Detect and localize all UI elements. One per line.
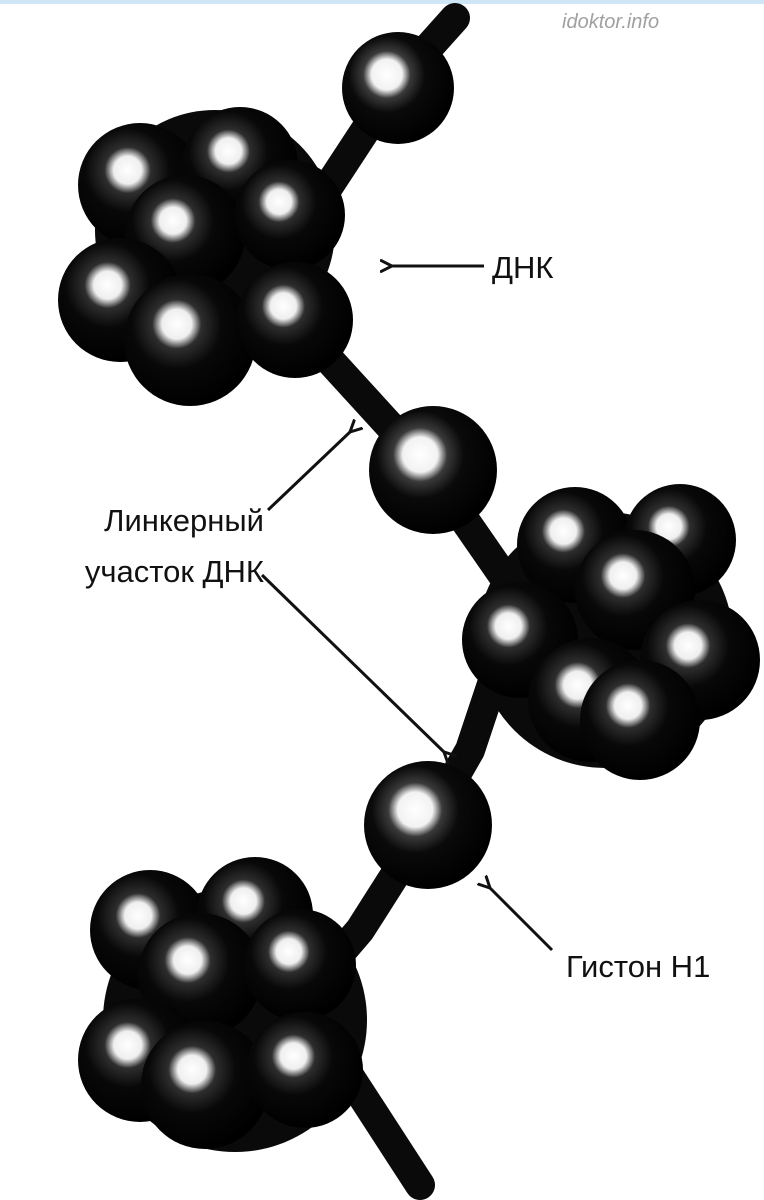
histone-h1-beads [342, 32, 497, 889]
histone-bead-middle [369, 406, 497, 534]
dna-label: ДНК [492, 250, 553, 285]
histone-bead-bottom [364, 761, 492, 889]
histone-label: Гистон H1 [566, 949, 710, 984]
watermark-text: idoktor.info [562, 11, 659, 33]
histone-bead-top [342, 32, 454, 144]
linker-label-line2: участок ДНК [85, 554, 264, 589]
linker-arrow-upper [266, 432, 350, 512]
nucleosome-top [58, 107, 353, 406]
top-accent-bar [0, 0, 764, 4]
nucleosome-middle [462, 484, 760, 780]
nucleosome-bottom [78, 857, 367, 1152]
histone-arrow [490, 888, 554, 952]
annotation-arrows [260, 266, 554, 952]
linker-arrow-lower [260, 573, 444, 752]
linker-label-line1: Линкерный [104, 503, 264, 538]
